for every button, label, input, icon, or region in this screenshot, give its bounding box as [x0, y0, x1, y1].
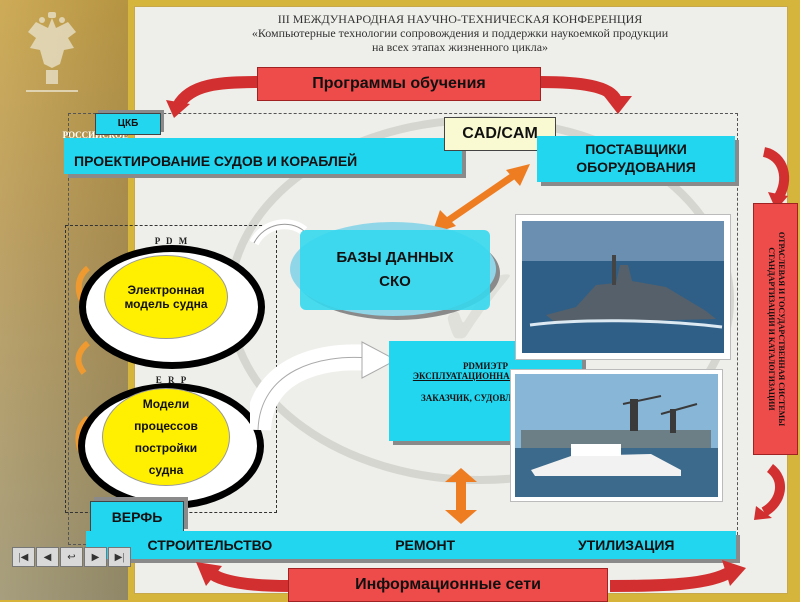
- standards-label: ОТРАСЛЕВАЯ И ГОСУДАРСТВЕННАЯ СИСТЕМЫ СТА…: [766, 231, 786, 427]
- eagle-crest-icon: [26, 12, 78, 92]
- tskb-label: ЦКБ: [95, 113, 161, 135]
- construction-label: СТРОИТЕЛЬСТВО: [147, 537, 273, 553]
- next-icon[interactable]: ▶: [84, 547, 107, 567]
- conference-title: III МЕЖДУНАРОДНАЯ НАУЧНО-ТЕХНИЧЕСКАЯ КОН…: [140, 12, 780, 54]
- erp-line-4: судна: [148, 463, 184, 477]
- conference-title-line-2: «Компьютерные технологии сопровождения и…: [251, 26, 669, 40]
- pdmietr-line-3: ЗАКАЗЧИК, СУДОВЛАДЕЛЕЦ: [420, 393, 550, 403]
- conference-title-line-3: на всех этапах жизненного цикла»: [371, 40, 549, 54]
- standards-box: ОТРАСЛЕВАЯ И ГОСУДАРСТВЕННАЯ СИСТЕМЫ СТА…: [753, 203, 798, 455]
- equipment-suppliers-box: ПОСТАВЩИКИ ОБОРУДОВАНИЯ: [537, 136, 735, 182]
- pdmietr-line-1: PDMИЭТР: [462, 361, 509, 371]
- database-label: БАЗЫ ДАННЫХ СКО: [300, 246, 490, 294]
- slide-navigation: |◀ ◀ ↩ ▶ ▶|: [12, 547, 131, 567]
- db-line-2: СКО: [379, 273, 411, 290]
- db-line-1: БАЗЫ ДАННЫХ: [336, 249, 454, 266]
- erp-line-2: процессов: [134, 419, 198, 433]
- networks-label: Информационные сети: [288, 568, 608, 602]
- last-icon[interactable]: ▶|: [108, 547, 131, 567]
- back-icon[interactable]: ↩: [60, 547, 83, 567]
- recycling-label: УТИЛИЗАЦИЯ: [578, 537, 675, 553]
- pdm-line-2: модель судна: [124, 297, 208, 311]
- repair-label: РЕМОНТ: [395, 537, 456, 553]
- electronic-ship-model: Электронная модель судна: [104, 255, 228, 339]
- pdmietr-line-2: ЭКСПЛУАТАЦИОННАЯ МОДЕЛЬ: [412, 371, 559, 381]
- first-icon[interactable]: |◀: [12, 547, 35, 567]
- pdm-db-arrow: [250, 219, 308, 246]
- ship-design-bar: ПРОЕКТИРОВАНИЕ СУДОВ И КОРАБЛЕЙ: [64, 138, 462, 174]
- pdm-caption: P D M: [154, 236, 190, 246]
- erp-pdmietr-arrow: [250, 341, 398, 432]
- erp-line-3: постройки: [134, 441, 198, 455]
- lifecycle-bar: СТРОИТЕЛЬСТВО РЕМОНТ УТИЛИЗАЦИЯ: [86, 531, 736, 559]
- programs-label: Программы обучения: [257, 67, 541, 101]
- erp-caption: E R P: [155, 375, 189, 385]
- top-arrows: [166, 76, 632, 118]
- harbor-photo: [510, 369, 723, 502]
- warship-photo: [515, 214, 731, 360]
- shipyard-label: ВЕРФЬ: [90, 501, 184, 533]
- database-highlight: [300, 230, 490, 310]
- suppliers-line-2: ОБОРУДОВАНИЯ: [576, 159, 696, 175]
- erp-line-1: Модели: [142, 397, 190, 411]
- conference-title-line-1: III МЕЖДУНАРОДНАЯ НАУЧНО-ТЕХНИЧЕСКАЯ КОН…: [277, 12, 643, 26]
- prev-icon[interactable]: ◀: [36, 547, 59, 567]
- vertical-double-arrow: [445, 468, 477, 524]
- org-line-1: РОССИЙСКОЕ: [62, 130, 128, 140]
- suppliers-line-1: ПОСТАВЩИКИ: [585, 141, 687, 157]
- shipbuilding-process-models: Модели процессов постройки судна: [102, 388, 230, 486]
- bottom-arrows: [196, 560, 746, 592]
- pdm-line-1: Электронная: [127, 283, 205, 297]
- right-arrows: [754, 147, 790, 520]
